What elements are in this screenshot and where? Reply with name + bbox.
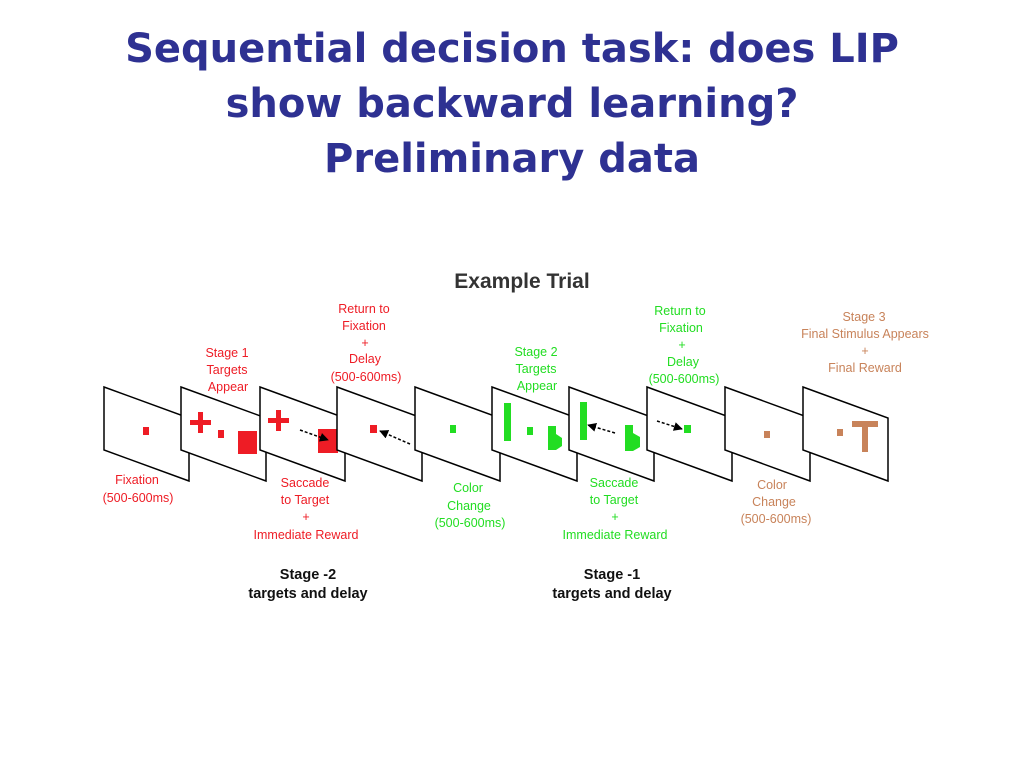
label-stage1-targets: Stage 1 Targets Appear <box>205 346 248 394</box>
svg-text:Final Stimulus Appears: Final Stimulus Appears <box>801 327 929 341</box>
svg-text:(500-600ms): (500-600ms) <box>741 512 812 526</box>
panel-stage2-targets <box>491 385 578 483</box>
svg-text:+: + <box>302 510 309 524</box>
title-line-2: show backward learning? <box>225 81 799 127</box>
panel-color-change1 <box>414 385 501 483</box>
panel-color-change2 <box>724 385 811 483</box>
svg-text:Saccade: Saccade <box>590 476 639 490</box>
svg-text:+: + <box>361 336 368 350</box>
label-stage3: Stage 3 Final Stimulus Appears + Final R… <box>801 310 929 375</box>
svg-text:(500-600ms): (500-600ms) <box>649 372 720 386</box>
svg-text:Fixation: Fixation <box>659 321 703 335</box>
label-saccade1: Saccade to Target + Immediate Reward <box>254 476 359 542</box>
figure-heading: Example Trial <box>454 270 589 293</box>
slide-title: Sequential decision task: does LIP show … <box>0 22 1024 187</box>
svg-text:Immediate Reward: Immediate Reward <box>563 528 668 542</box>
svg-text:Immediate Reward: Immediate Reward <box>254 528 359 542</box>
label-color-change1: Color Change (500-600ms) <box>435 481 506 530</box>
svg-text:Delay: Delay <box>349 352 382 366</box>
svg-text:Change: Change <box>447 499 491 513</box>
svg-text:(500-600ms): (500-600ms) <box>435 516 506 530</box>
label-return2: Return to Fixation + Delay (500-600ms) <box>649 304 720 386</box>
svg-text:Appear: Appear <box>208 380 248 394</box>
svg-text:Color: Color <box>757 478 787 492</box>
label-stage2-targets: Stage 2 Targets Appear <box>514 345 557 393</box>
svg-text:Fixation: Fixation <box>342 319 386 333</box>
svg-text:+: + <box>861 344 868 358</box>
svg-text:Color: Color <box>453 481 483 495</box>
panel-return1 <box>336 385 423 483</box>
panel-stage1-targets <box>180 385 267 483</box>
svg-text:targets and delay: targets and delay <box>248 586 367 602</box>
panel-saccade2 <box>568 385 655 483</box>
panel-fixation <box>103 385 190 483</box>
svg-text:Return to: Return to <box>338 302 389 316</box>
svg-text:Appear: Appear <box>517 379 557 393</box>
svg-text:+: + <box>678 338 685 352</box>
svg-text:+: + <box>611 510 618 524</box>
svg-text:to Target: to Target <box>281 493 330 507</box>
svg-text:Change: Change <box>752 495 796 509</box>
label-fixation: Fixation (500-600ms) <box>103 473 174 505</box>
svg-text:Stage -1: Stage -1 <box>584 567 640 583</box>
svg-text:Stage -2: Stage -2 <box>280 567 336 583</box>
svg-text:Final Reward: Final Reward <box>828 361 902 375</box>
svg-text:to Target: to Target <box>590 493 639 507</box>
title-line-3: Preliminary data <box>324 136 700 182</box>
caption-stage-minus1: Stage -1 targets and delay <box>552 567 671 602</box>
svg-text:Targets: Targets <box>207 363 248 377</box>
svg-text:Delay: Delay <box>667 355 700 369</box>
svg-text:Stage 2: Stage 2 <box>514 345 557 359</box>
label-return1: Return to Fixation + Delay (500-600ms) <box>331 302 402 384</box>
caption-stage-minus2: Stage -2 targets and delay <box>248 567 367 602</box>
svg-text:Fixation: Fixation <box>115 473 159 487</box>
svg-text:Targets: Targets <box>516 362 557 376</box>
svg-text:(500-600ms): (500-600ms) <box>103 491 174 505</box>
title-line-1: Sequential decision task: does LIP <box>125 26 899 72</box>
label-saccade2: Saccade to Target + Immediate Reward <box>563 476 668 542</box>
svg-text:Return to: Return to <box>654 304 705 318</box>
svg-text:targets and delay: targets and delay <box>552 586 671 602</box>
svg-text:Saccade: Saccade <box>281 476 330 490</box>
panel-saccade1 <box>259 385 346 483</box>
svg-text:Stage 3: Stage 3 <box>842 310 885 324</box>
svg-text:Stage 1: Stage 1 <box>205 346 248 360</box>
panel-stage3-final <box>802 385 889 483</box>
panel-return2 <box>646 385 733 483</box>
label-color-change2: Color Change (500-600ms) <box>741 478 812 526</box>
svg-text:(500-600ms): (500-600ms) <box>331 370 402 384</box>
